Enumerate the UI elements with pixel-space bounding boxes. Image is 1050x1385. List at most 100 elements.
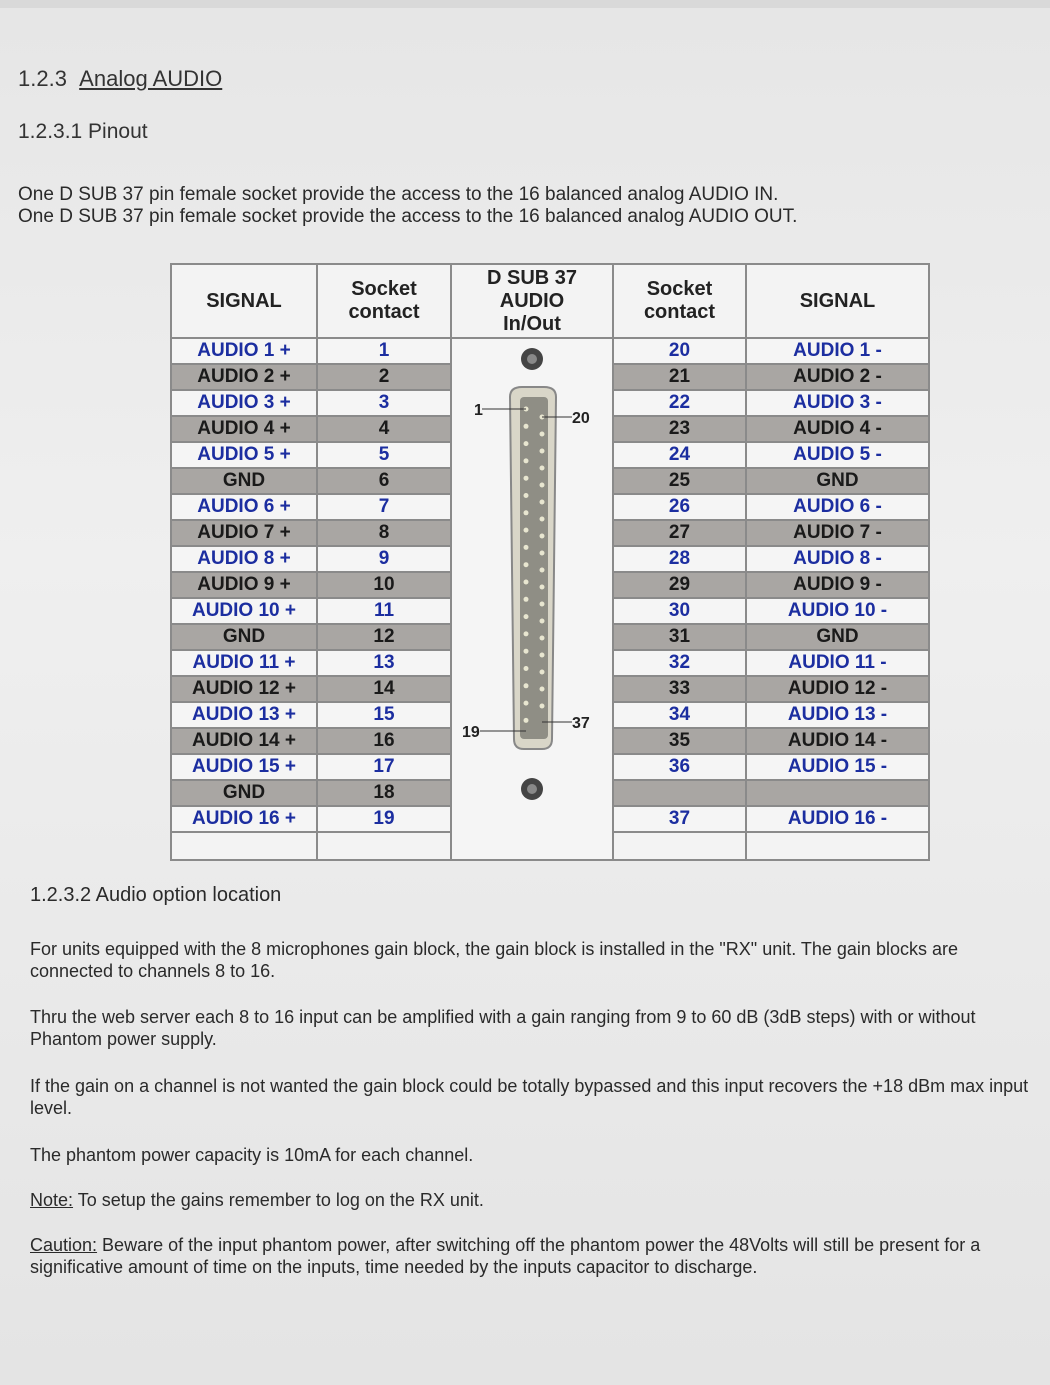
socket-left: 6 [316, 467, 452, 495]
table-row-empty [170, 831, 930, 861]
signal-right [745, 779, 930, 807]
pinout-table: SIGNAL Socket contact D SUB 37 AUDIO In/… [170, 263, 930, 861]
signal-right: AUDIO 12 - [745, 675, 930, 703]
header-signal-right: SIGNAL [745, 263, 930, 339]
socket-left: 3 [316, 389, 452, 417]
signal-right: AUDIO 3 - [745, 389, 930, 417]
socket-right: 28 [612, 545, 747, 573]
header-socket-right: Socket contact [612, 263, 747, 339]
signal-right: AUDIO 9 - [745, 571, 930, 599]
caution-text: Beware of the input phantom power, after… [30, 1235, 981, 1277]
subheading-audio-option: 1.2.3.2 Audio option location [30, 884, 282, 906]
socket-left: 17 [316, 753, 452, 781]
socket-right: 30 [612, 597, 747, 625]
pin-label-37: 37 [572, 715, 590, 732]
socket-left: 7 [316, 493, 452, 521]
section-number: 1.2.3 [18, 66, 67, 91]
socket-right: 31 [612, 623, 747, 651]
signal-left: AUDIO 8 + [170, 545, 318, 573]
socket-right: 26 [612, 493, 747, 521]
note: Note: To setup the gains remember to log… [30, 1189, 484, 1211]
pin-label-19: 19 [462, 724, 480, 741]
socket-right: 24 [612, 441, 747, 469]
socket-right: 33 [612, 675, 747, 703]
paragraph-phantom-capacity: The phantom power capacity is 10mA for e… [30, 1145, 474, 1165]
socket-right: 29 [612, 571, 747, 599]
signal-right: AUDIO 14 - [745, 727, 930, 755]
signal-right: AUDIO 2 - [745, 363, 930, 391]
socket-right: 25 [612, 467, 747, 495]
socket-left: 9 [316, 545, 452, 573]
socket-left: 16 [316, 727, 452, 755]
paragraph-web-server: Thru the web server each 8 to 16 input c… [30, 1007, 976, 1049]
socket-left: 1 [316, 337, 452, 365]
paragraph-bypass: If the gain on a channel is not wanted t… [30, 1076, 1029, 1118]
signal-left: GND [170, 623, 318, 651]
socket-right [612, 779, 747, 807]
socket-right: 20 [612, 337, 747, 365]
pin-label-1: 1 [474, 402, 483, 419]
signal-right: AUDIO 8 - [745, 545, 930, 573]
signal-right: AUDIO 7 - [745, 519, 930, 547]
signal-right: AUDIO 15 - [745, 753, 930, 781]
header-socket-left: Socket contact [316, 263, 452, 339]
socket-left: 8 [316, 519, 452, 547]
socket-right: 35 [612, 727, 747, 755]
socket-left: 2 [316, 363, 452, 391]
signal-right: GND [745, 623, 930, 651]
socket-right: 36 [612, 753, 747, 781]
signal-left: AUDIO 12 + [170, 675, 318, 703]
signal-left: GND [170, 779, 318, 807]
signal-left: AUDIO 15 + [170, 753, 318, 781]
caution: Caution: Beware of the input phantom pow… [30, 1234, 1030, 1278]
socket-right: 22 [612, 389, 747, 417]
socket-right: 27 [612, 519, 747, 547]
caution-label: Caution: [30, 1235, 98, 1255]
document-page: 1.2.3 Analog AUDIO 1.2.3.1 Pinout One D … [0, 8, 1050, 1385]
socket-left: 14 [316, 675, 452, 703]
signal-left: AUDIO 3 + [170, 389, 318, 417]
signal-left: AUDIO 2 + [170, 363, 318, 391]
socket-left: 18 [316, 779, 452, 807]
signal-left: AUDIO 4 + [170, 415, 318, 443]
signal-right: AUDIO 4 - [745, 415, 930, 443]
intro-line-2: One D SUB 37 pin female socket provide t… [18, 206, 798, 227]
signal-right: AUDIO 10 - [745, 597, 930, 625]
signal-right: AUDIO 11 - [745, 649, 930, 677]
signal-left: GND [170, 467, 318, 495]
subheading-pinout: 1.2.3.1 Pinout [18, 120, 148, 143]
dsub37-connector-drawing: 1 20 19 37 [462, 348, 590, 800]
signal-left: AUDIO 1 + [170, 337, 318, 365]
signal-right: AUDIO 16 - [745, 805, 930, 833]
socket-left: 5 [316, 441, 452, 469]
pin-label-20: 20 [572, 410, 590, 427]
paragraph-gain-block: For units equipped with the 8 microphone… [30, 939, 958, 981]
signal-right: GND [745, 467, 930, 495]
signal-right: AUDIO 6 - [745, 493, 930, 521]
socket-left: 4 [316, 415, 452, 443]
socket-left: 10 [316, 571, 452, 599]
dsub37-connector: 1 20 19 37 [450, 337, 614, 861]
socket-right: 34 [612, 701, 747, 729]
socket-left: 11 [316, 597, 452, 625]
note-text: To setup the gains remember to log on th… [73, 1190, 484, 1210]
intro-line-1: One D SUB 37 pin female socket provide t… [18, 184, 779, 205]
header-signal-left: SIGNAL [170, 263, 318, 339]
signal-left: AUDIO 6 + [170, 493, 318, 521]
socket-left: 19 [316, 805, 452, 833]
socket-right: 23 [612, 415, 747, 443]
